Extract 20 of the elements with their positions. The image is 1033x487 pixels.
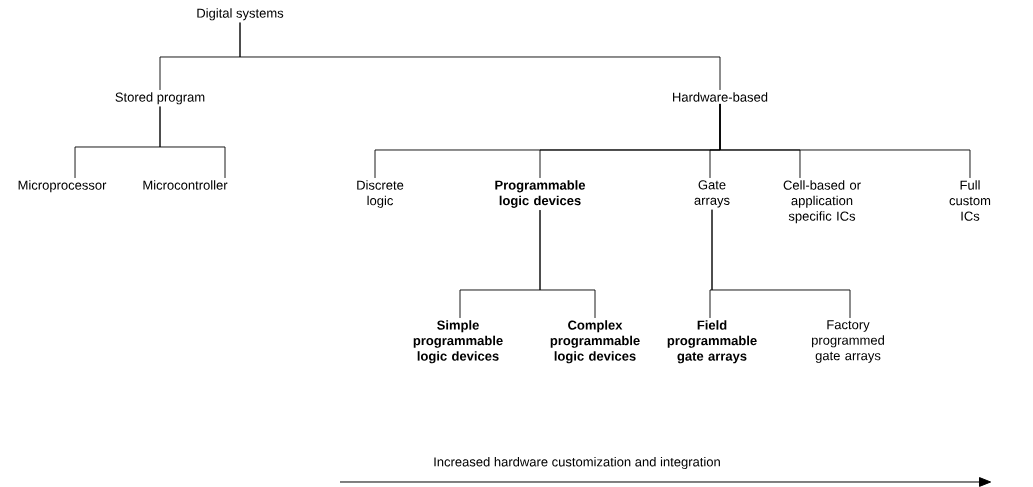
node-label: Microcontroller <box>143 180 228 190</box>
node-label: Programmable logic devices <box>495 180 586 208</box>
node-label: Discrete logic <box>357 180 404 208</box>
tree-connector <box>539 209 596 319</box>
node-label: Gate arrays <box>694 180 730 208</box>
node-label: Simple programmable logic devices <box>413 320 503 364</box>
node-label: Factory programmed gate arrays <box>812 320 884 363</box>
node-label: Stored program <box>115 92 205 105</box>
tree-connector <box>719 103 971 179</box>
tree-connector <box>159 106 226 179</box>
node-label: Hardware-based <box>673 92 768 102</box>
node-label: Microprocessor <box>18 180 107 193</box>
node-label: Field programmable gate arrays <box>667 320 757 364</box>
node-label: Digital systems <box>197 8 284 21</box>
node-label: Complex programmable logic devices <box>550 320 640 364</box>
axis-label: Increased hardware customization and integration <box>434 456 720 470</box>
node-label: Cell-based or application specific ICs <box>783 180 861 224</box>
tree-connector <box>239 22 721 91</box>
tree-connector <box>711 209 851 319</box>
node-label: Full custom ICs <box>949 180 991 221</box>
